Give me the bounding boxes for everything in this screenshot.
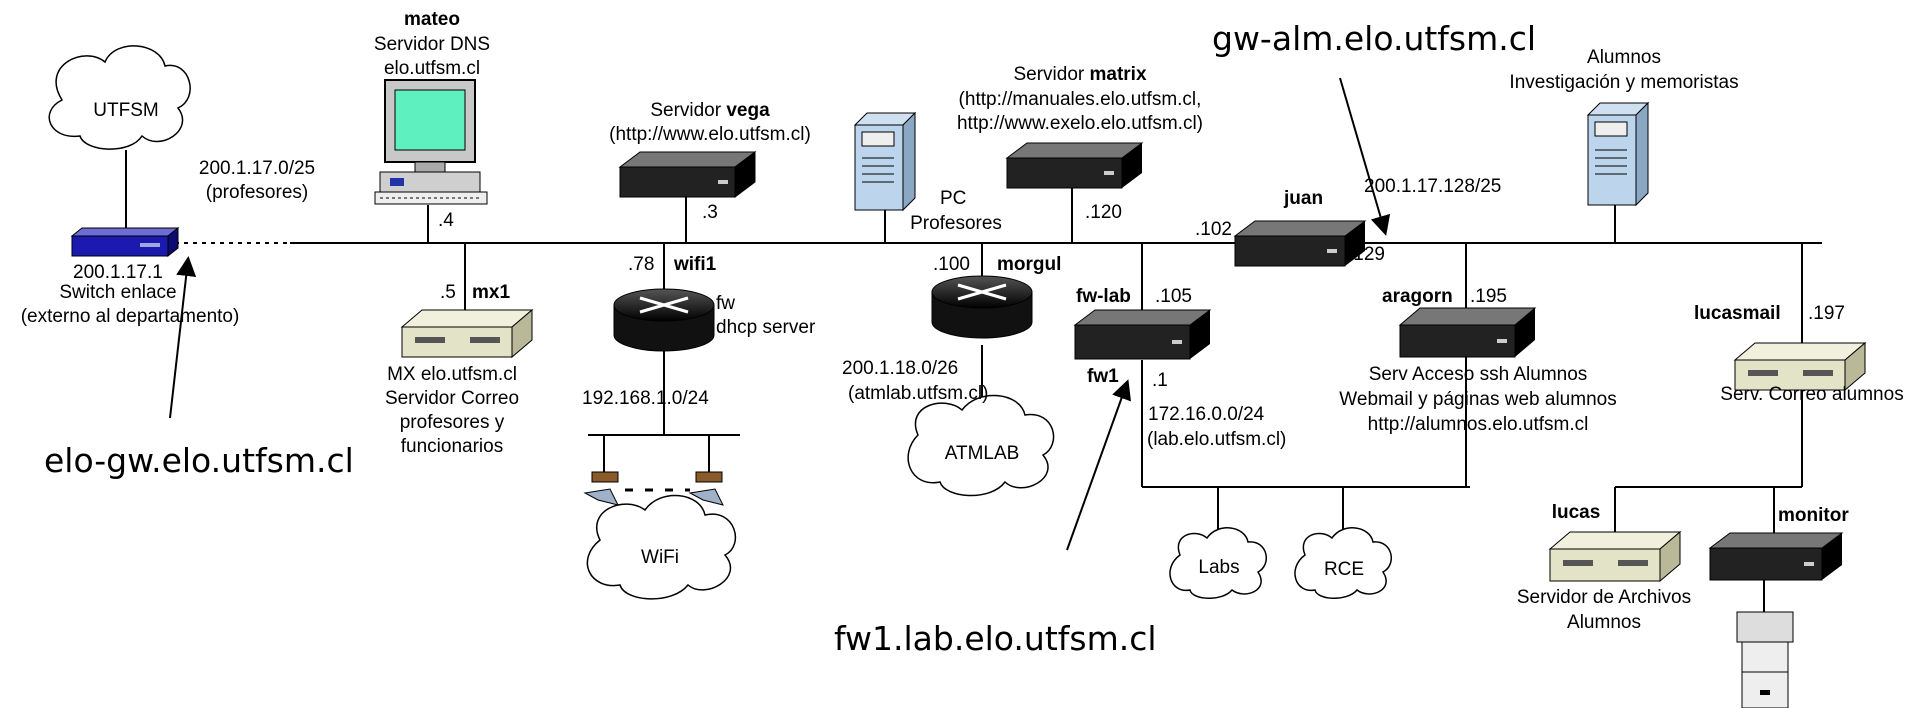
lucasmail-server-icon (1733, 341, 1867, 392)
wifi1-role1: fw (716, 293, 735, 314)
aragorn-server-icon (1398, 307, 1537, 358)
aragorn-name: aragorn (1382, 286, 1453, 307)
utfsm-cloud-label: UTFSM (93, 100, 159, 121)
mx1-ip: .5 (440, 282, 456, 303)
labs-cloud-label: Labs (1198, 557, 1240, 578)
switch-enlace-icon (70, 226, 180, 258)
mx1-line1: MX elo.utfsm.cl (387, 364, 517, 385)
aragorn-line1: Serv Acceso ssh Alumnos (1368, 364, 1588, 385)
callout-gw-alm: gw-alm.elo.utfsm.cl (1212, 19, 1537, 58)
vega-prefix: Servidor (650, 100, 727, 121)
switch-name: Switch enlace (59, 282, 177, 303)
switch-note: (externo al departamento) (20, 306, 240, 327)
matrix-url1: (http://manuales.elo.utfsm.cl, (958, 89, 1202, 110)
morgul-router-icon (931, 275, 1033, 339)
wifi1-ip: .78 (628, 254, 655, 275)
juan-name: juan (1284, 188, 1324, 209)
juan-ip-right: .129 (1348, 244, 1385, 265)
subnet-alum-net: 200.1.17.128/25 (1364, 176, 1502, 197)
wifi-ap-left-icon (583, 471, 619, 506)
matrix-ip: .120 (1085, 202, 1122, 223)
morgul-domain: (atmlab.utfsm.cl) (848, 383, 989, 404)
lucas-server-icon (1548, 530, 1682, 583)
alumnos-line1: Alumnos (1587, 47, 1661, 68)
fwlab-inner-name: fw1 (1087, 366, 1119, 387)
wifi1-router-icon (613, 288, 715, 352)
juan-ip-left: .102 (1195, 219, 1232, 240)
mateo-name: mateo (404, 9, 460, 30)
wifi1-net: 192.168.1.0/24 (582, 388, 709, 409)
vega-name: vega (726, 100, 770, 121)
callout-elo-gw: elo-gw.elo.utfsm.cl (44, 441, 354, 480)
elo-gw-arrow (169, 256, 197, 419)
pc-line2: Profesores (910, 213, 1002, 234)
morgul-net: 200.1.18.0/26 (842, 358, 959, 379)
pc-line1: PC (940, 188, 967, 209)
switch-ip: 200.1.17.1 (73, 262, 163, 283)
fwlab-inner-ip: .1 (1152, 370, 1168, 391)
matrix-name: matrix (1089, 64, 1147, 85)
subnet-prof-label: (profesores) (205, 182, 309, 203)
alumnos-line2: Investigación y memoristas (1509, 72, 1739, 93)
mx1-line2: Servidor Correo (384, 388, 520, 409)
vega-server-icon (618, 151, 757, 198)
rce-cloud (1294, 527, 1393, 599)
matrix-prefix: Servidor (1013, 64, 1090, 85)
mateo-workstation-icon (374, 79, 488, 205)
printer-icon (1736, 611, 1794, 708)
mateo-ip: .4 (438, 210, 454, 231)
subnet-prof-net: 200.1.17.0/25 (198, 158, 316, 179)
fw1-arrow (1066, 379, 1132, 551)
mx1-name: mx1 (472, 282, 511, 303)
wifi-cloud-label: WiFi (641, 547, 679, 568)
mateo-domain: elo.utfsm.cl (383, 58, 481, 79)
fwlab-net: 172.16.0.0/24 (1148, 404, 1265, 425)
fwlab-ip: .105 (1155, 286, 1192, 307)
matrix-url2: http://www.exelo.elo.utfsm.cl) (956, 113, 1204, 134)
matrix-server-icon (1005, 142, 1144, 189)
morgul-name: morgul (997, 254, 1062, 275)
matrix-title: Servidor matrix (1013, 64, 1146, 86)
lucas-name: lucas (1551, 502, 1601, 523)
mx1-line4: funcionarios (400, 436, 504, 457)
juan-server-icon (1233, 220, 1367, 267)
mx1-server-icon (400, 308, 534, 359)
gw-alm-arrow (1339, 77, 1391, 236)
wifi1-name: wifi1 (674, 254, 717, 275)
utfsm-cloud (48, 45, 191, 150)
wifi-ap-right-icon (688, 471, 724, 506)
rce-cloud-label: RCE (1323, 559, 1365, 580)
aragorn-ip: .195 (1470, 286, 1507, 307)
lucasmail-name: lucasmail (1694, 303, 1781, 324)
pc-profesores-tower-icon (853, 111, 917, 212)
monitor-name: monitor (1778, 505, 1849, 526)
callout-fw1: fw1.lab.elo.utfsm.cl (834, 619, 1157, 658)
mx1-line3: profesores y (399, 412, 505, 433)
morgul-ip: .100 (933, 254, 970, 275)
mateo-role: Servidor DNS (373, 34, 491, 55)
lucasmail-role: Serv. Correo alumnos (1720, 384, 1904, 405)
aragorn-line2: Webmail y páginas web alumnos (1339, 389, 1617, 410)
vega-title: Servidor vega (650, 100, 769, 122)
vega-ip: .3 (702, 202, 718, 223)
alumnos-tower-icon (1586, 101, 1650, 207)
lucas-line1: Servidor de Archivos (1516, 587, 1692, 608)
wifi-cloud (586, 494, 736, 600)
vega-url: (http://www.elo.utfsm.cl) (609, 124, 811, 145)
lucas-line2: Alumnos (1567, 612, 1641, 633)
fwlab-server-icon (1073, 309, 1212, 360)
atmlab-cloud-label: ATMLAB (944, 443, 1020, 464)
atmlab-cloud (907, 394, 1055, 497)
wifi1-role2: dhcp server (716, 317, 816, 338)
labs-cloud (1169, 527, 1268, 599)
aragorn-line3: http://alumnos.elo.utfsm.cl (1367, 414, 1589, 435)
fwlab-domain: (lab.elo.utfsm.cl) (1147, 429, 1287, 450)
monitor-server-icon (1708, 532, 1844, 581)
fwlab-name: fw-lab (1076, 286, 1131, 307)
lucasmail-ip: .197 (1808, 303, 1845, 324)
